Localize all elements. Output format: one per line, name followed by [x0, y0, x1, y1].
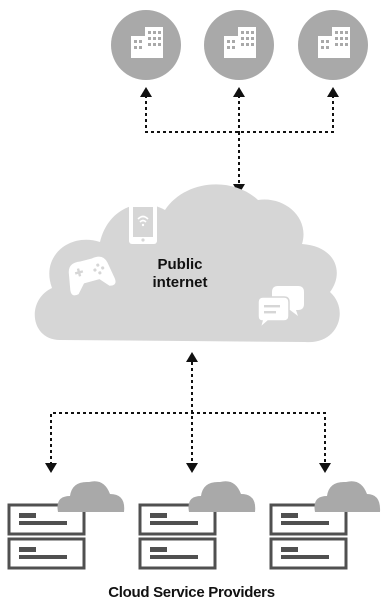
server-details	[281, 513, 329, 559]
building-icon	[131, 27, 163, 58]
top-connectors	[145, 95, 334, 186]
arrowhead	[186, 463, 198, 473]
server-icon	[138, 503, 217, 570]
arrowhead	[140, 87, 152, 97]
building-icon	[318, 27, 350, 58]
server-icon	[269, 503, 348, 570]
cloud-label-line1: Public	[157, 256, 203, 273]
server-details	[150, 513, 198, 559]
server-icon	[7, 503, 86, 570]
smartphone-icon	[129, 202, 157, 244]
arrowhead	[45, 463, 57, 473]
arrowhead	[186, 352, 198, 362]
cloud-icon	[57, 481, 125, 512]
building-node-1	[111, 10, 181, 80]
server-details	[19, 513, 67, 559]
arrowhead	[233, 87, 245, 97]
cloud-label-line2: internet	[152, 274, 208, 291]
bottom-arrowheads	[45, 352, 331, 473]
caption: Cloud Service Providers	[108, 584, 275, 601]
cloud-icon	[188, 481, 256, 512]
arrowhead	[319, 463, 331, 473]
chat-bubbles-icon	[257, 286, 304, 331]
connector-line	[50, 412, 326, 465]
bottom-connectors	[50, 362, 326, 465]
building-node-3	[298, 10, 368, 80]
cloud-icon	[314, 481, 381, 512]
building-node-2	[204, 10, 274, 80]
top-arrowheads	[140, 87, 339, 194]
arrowhead	[327, 87, 339, 97]
building-icon	[224, 27, 256, 58]
public-internet-label: Public internet	[130, 256, 230, 292]
gamepad-icon	[68, 256, 116, 296]
connector-line	[145, 95, 334, 133]
